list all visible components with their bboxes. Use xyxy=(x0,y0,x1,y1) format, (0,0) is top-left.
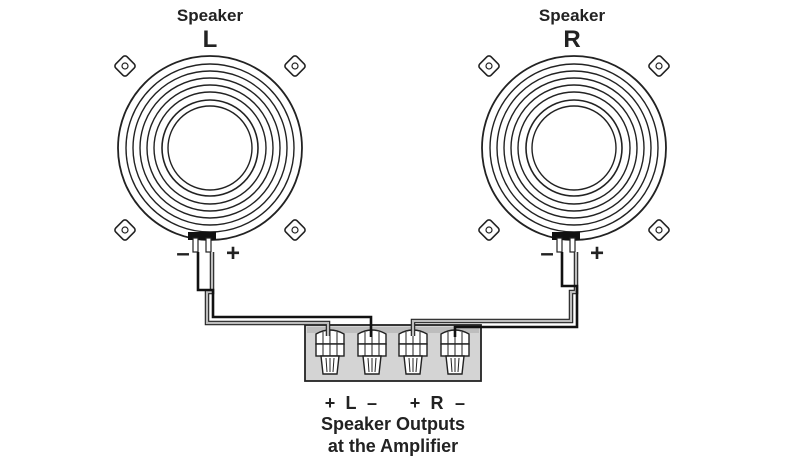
terminal-label-right: R xyxy=(430,393,444,413)
speaker-left-label: Speaker xyxy=(176,6,244,25)
amplifier-caption-line2: at the Amplifier xyxy=(327,436,459,456)
terminal-label-right-minus: – xyxy=(454,393,465,413)
terminal-label-left-minus: – xyxy=(366,393,377,413)
speaker-right-label: Speaker xyxy=(538,6,606,25)
speaker-right-minus: – xyxy=(540,240,554,267)
terminal-label-left: L xyxy=(345,393,357,413)
speaker-right-channel: R xyxy=(563,26,581,53)
speaker-left-plus: + xyxy=(225,240,240,267)
terminal-label-left-plus: + xyxy=(324,393,336,413)
speaker-left-channel: L xyxy=(202,26,218,53)
speaker-right-plus: + xyxy=(589,240,604,267)
wire-right-negative xyxy=(453,252,579,337)
speaker-right xyxy=(476,53,672,253)
wire-left-positive xyxy=(204,252,331,336)
amplifier-caption-line1: Speaker Outputs xyxy=(320,414,466,434)
terminal-label-right-plus: + xyxy=(409,393,421,413)
wire-left-negative xyxy=(196,252,373,337)
speaker-left xyxy=(112,53,308,253)
speaker-left-minus: – xyxy=(176,240,190,267)
amplifier-terminal-block xyxy=(304,324,482,382)
